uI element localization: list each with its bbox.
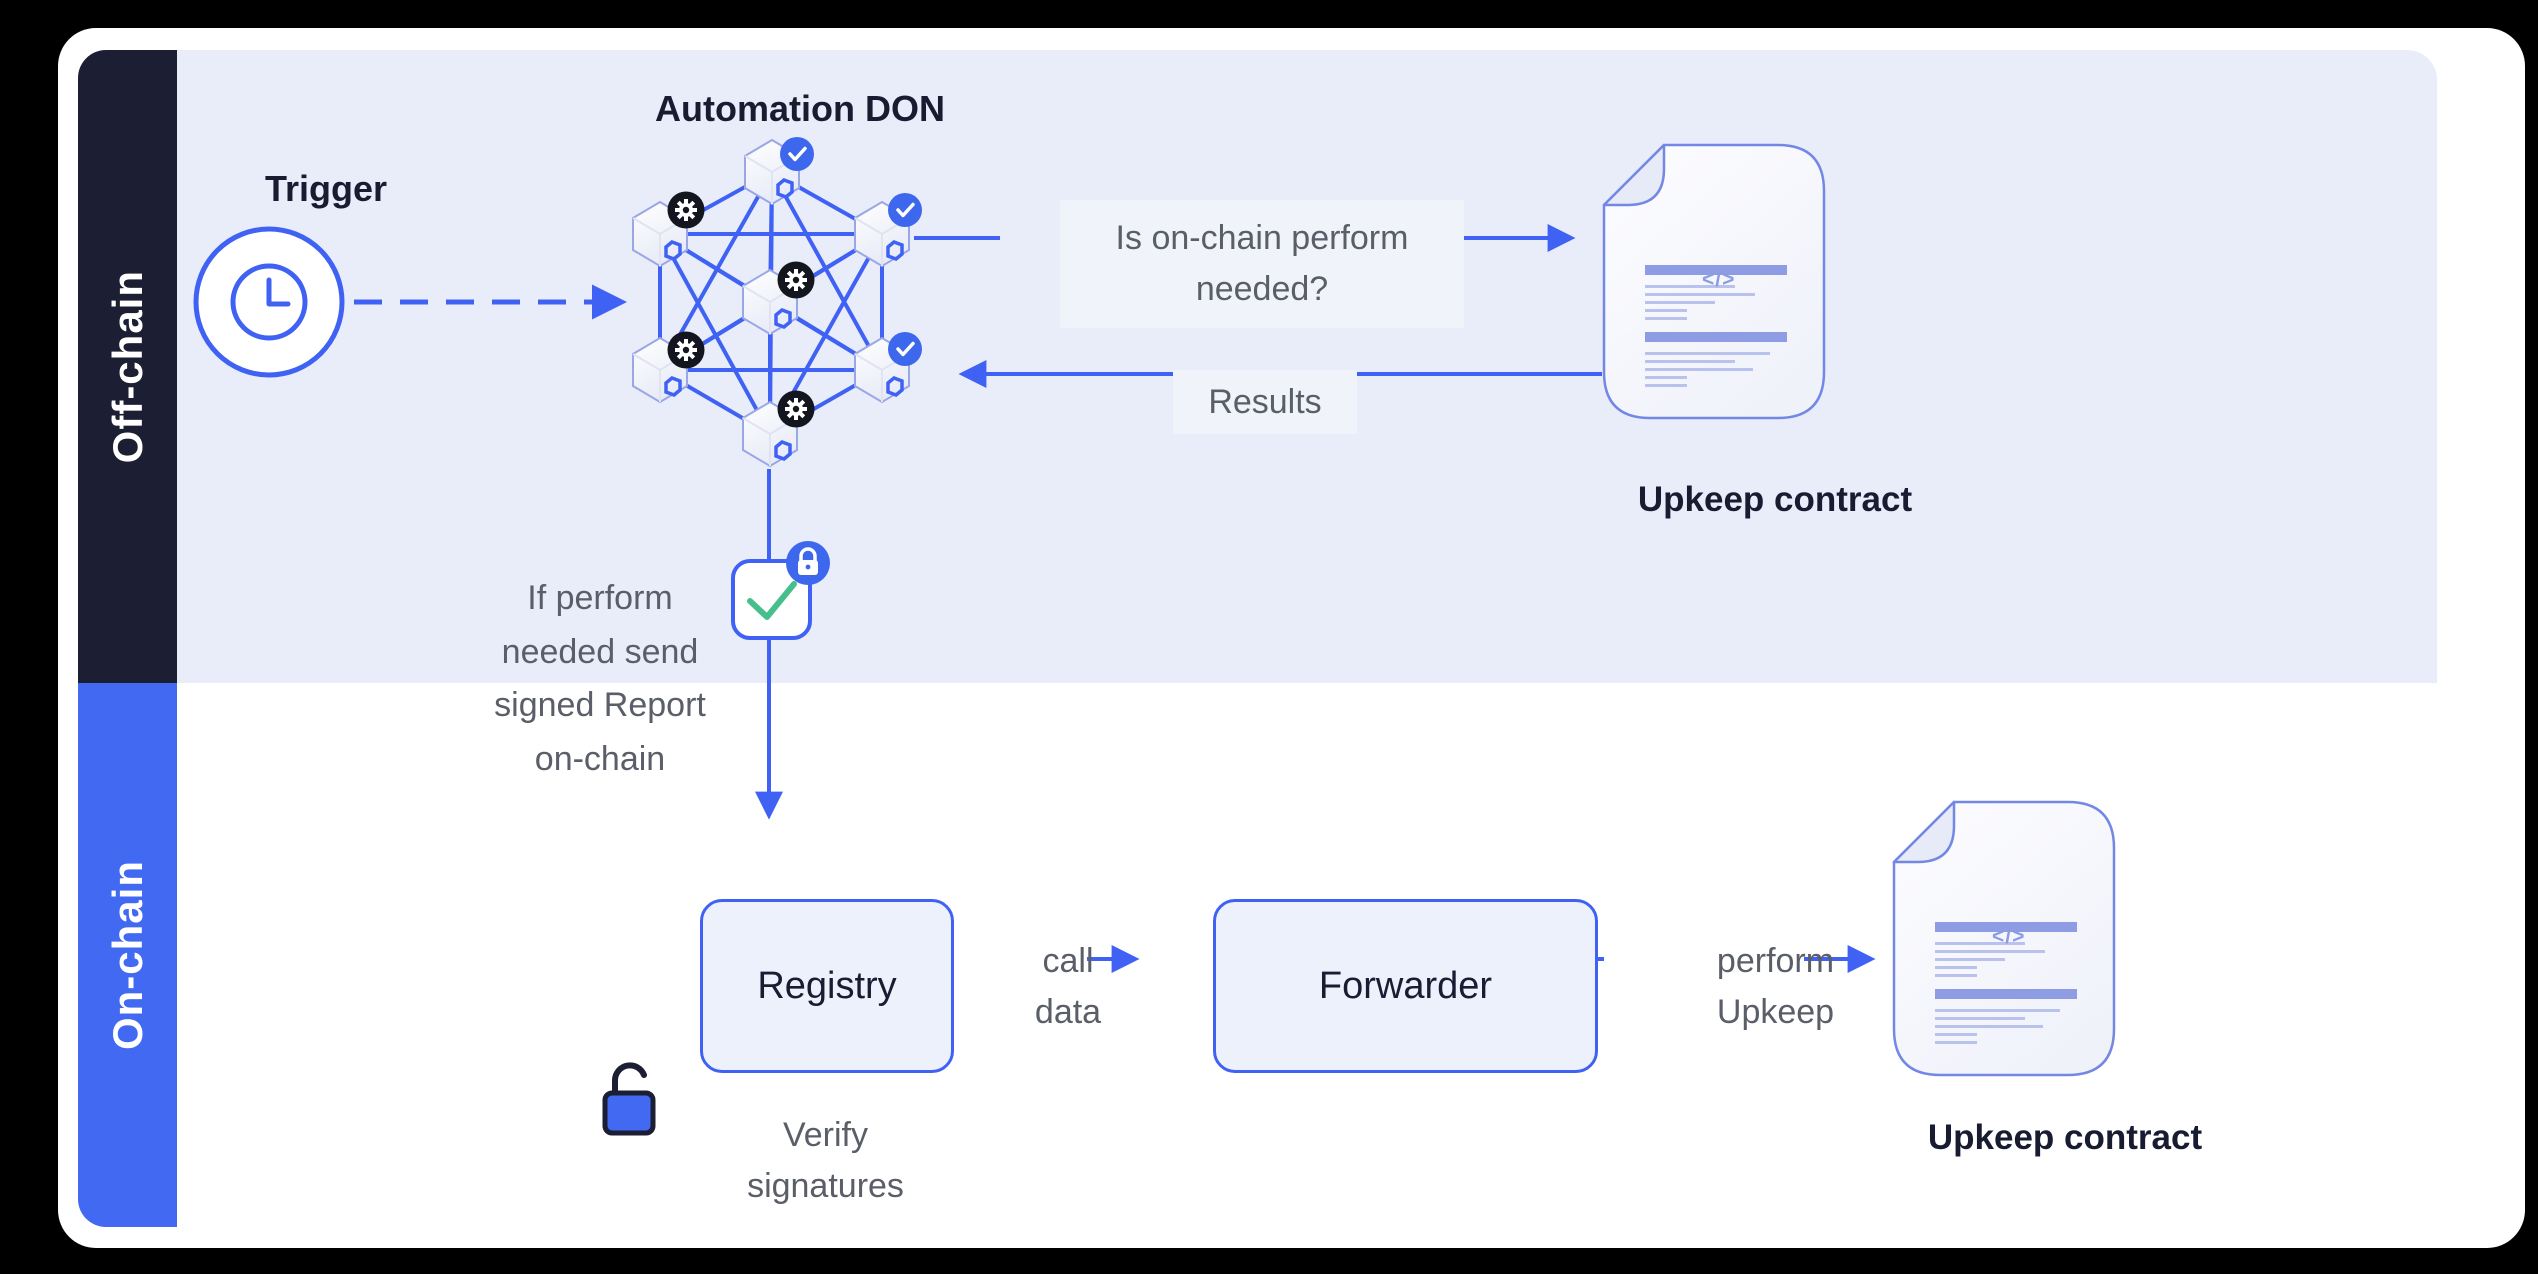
call-data-label: call data bbox=[1034, 942, 1102, 1031]
question-box: Is on-chain perform needed? bbox=[1060, 200, 1464, 328]
verify-signatures-label: Verify signatures bbox=[747, 1116, 904, 1205]
code-glyph-top: </> bbox=[1702, 268, 1736, 291]
perform-upkeep-label: perform Upkeep bbox=[1716, 942, 1835, 1031]
don-title: Automation DON bbox=[655, 88, 945, 129]
open-padlock-icon bbox=[602, 1062, 656, 1136]
report-note-label: If perform needed send signed Report on-… bbox=[494, 579, 706, 779]
offchain-lane-bar: Off-chain bbox=[78, 50, 177, 683]
trigger-label: Trigger bbox=[264, 168, 388, 209]
onchain-lane-label: On-chain bbox=[103, 859, 151, 1050]
diagram-card: Off-chain On-chain bbox=[58, 28, 2525, 1248]
upkeep-contract-top-label: Upkeep contract bbox=[1637, 480, 1913, 519]
registry-box: Registry bbox=[700, 899, 954, 1073]
upkeep-contract-bottom-label: Upkeep contract bbox=[1927, 1118, 2203, 1157]
forwarder-box: Forwarder bbox=[1213, 899, 1598, 1073]
onchain-lane-bar: On-chain bbox=[78, 683, 177, 1227]
offchain-lane-label: Off-chain bbox=[103, 269, 151, 464]
results-label: Results bbox=[1208, 382, 1322, 421]
results-box: Results bbox=[1173, 370, 1357, 434]
code-glyph-bottom: </> bbox=[1992, 925, 2026, 948]
registry-label: Registry bbox=[757, 964, 897, 1007]
offchain-region bbox=[177, 50, 2437, 683]
forwarder-label: Forwarder bbox=[1318, 964, 1493, 1007]
question-label: Is on-chain perform needed? bbox=[1115, 219, 1409, 308]
